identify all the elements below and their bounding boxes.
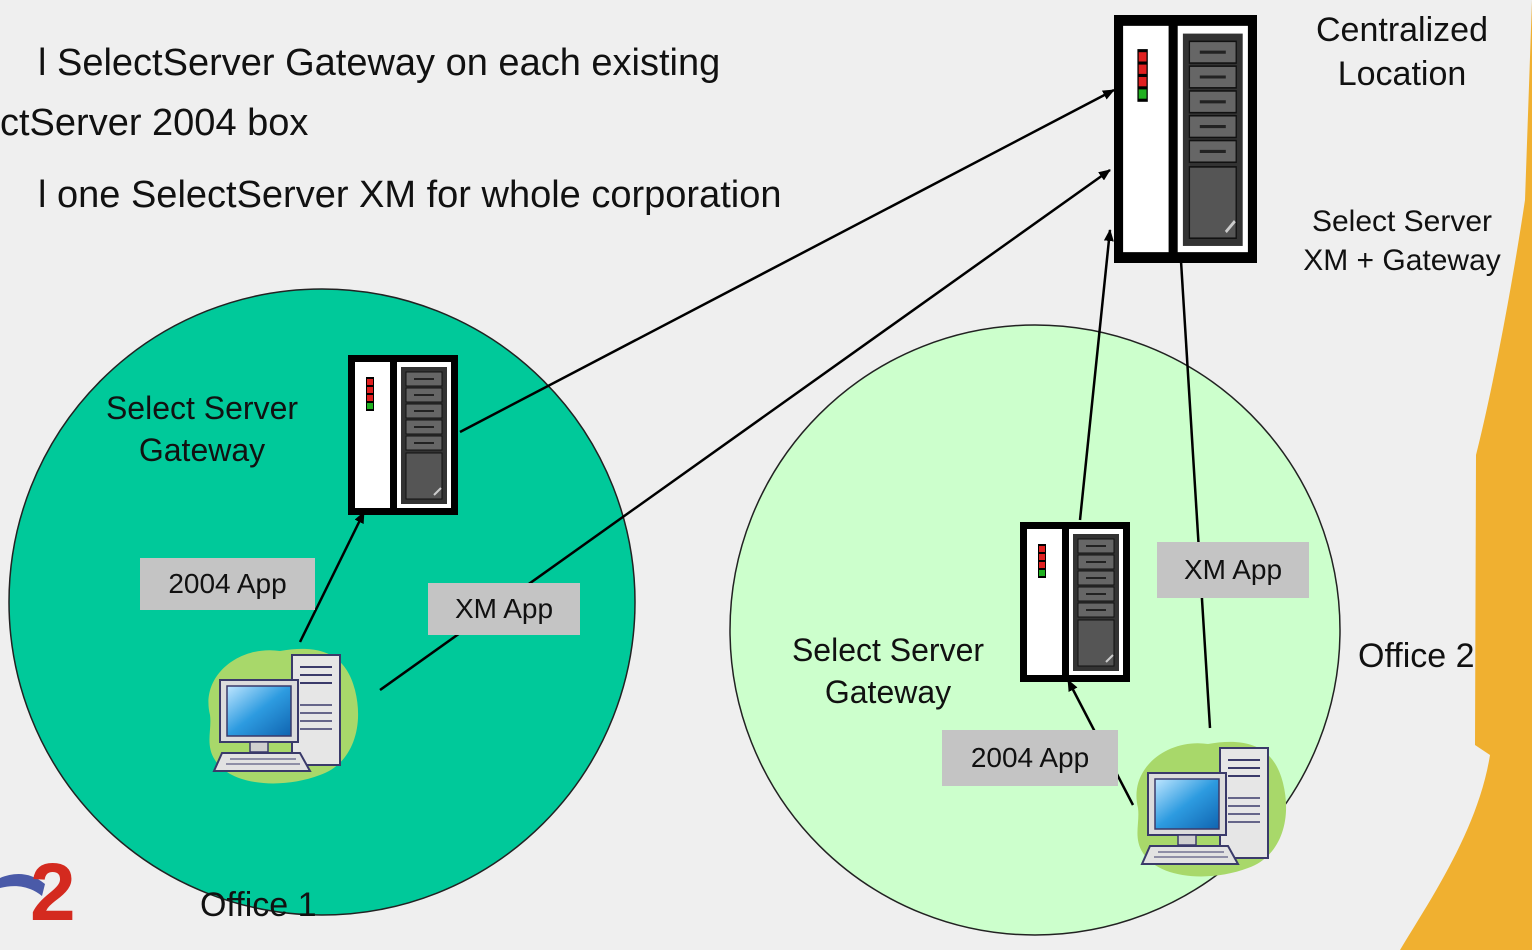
bullet-line-3: l one SelectServer XM for whole corporat… [38, 174, 782, 216]
office2-gateway-line1: Select Server [791, 632, 985, 668]
office2-gateway-server-icon [1019, 521, 1131, 683]
bullet-line-1: l SelectServer Gateway on each existing [38, 42, 721, 84]
office2-name-label: Office 2 [1358, 637, 1475, 675]
office2-xm-app-box: XM App [1157, 542, 1309, 598]
arrow-office2-gateway-to-central [1078, 229, 1114, 521]
office2-workstation-icon [1135, 740, 1288, 878]
office2-gateway-line2: Gateway [824, 673, 952, 710]
office1-gateway-line2: Gateway [138, 431, 266, 468]
logo-digit: 2 [30, 847, 76, 938]
office1-2004-app-box: 2004 App [140, 558, 315, 610]
orange-accent-shape [1400, 0, 1532, 950]
central-server-label: Select Server XM + Gateway [1272, 202, 1532, 280]
office1-xm-app-box: XM App [428, 583, 580, 635]
bullet-line-2: ctServer 2004 box [0, 102, 309, 144]
office1-workstation-icon [207, 647, 360, 785]
central-title-line2: Location [1337, 55, 1467, 94]
arrow-office2-xm-to-central [1175, 244, 1212, 729]
central-server-line2: XM + Gateway [1303, 244, 1501, 277]
office2-gateway-label: Select Server Gateway [748, 630, 1028, 713]
office1-gateway-server-icon [347, 354, 459, 516]
arrow-office1-gateway-to-central [459, 88, 1115, 434]
central-title-line1: Centralized [1316, 11, 1488, 49]
office1-circle [8, 288, 636, 916]
office1-gateway-label: Select Server Gateway [62, 388, 342, 471]
office1-gateway-line1: Select Server [105, 390, 299, 426]
logo-swoosh-icon [0, 874, 45, 896]
central-location-title: Centralized Location [1282, 8, 1522, 96]
arrow-office1-2004-to-gateway [298, 511, 366, 643]
office1-name-label: Office 1 [200, 886, 317, 924]
central-server-line1: Select Server [1311, 205, 1493, 238]
office2-2004-app-box: 2004 App [942, 730, 1118, 786]
central-server-icon [1112, 13, 1259, 265]
